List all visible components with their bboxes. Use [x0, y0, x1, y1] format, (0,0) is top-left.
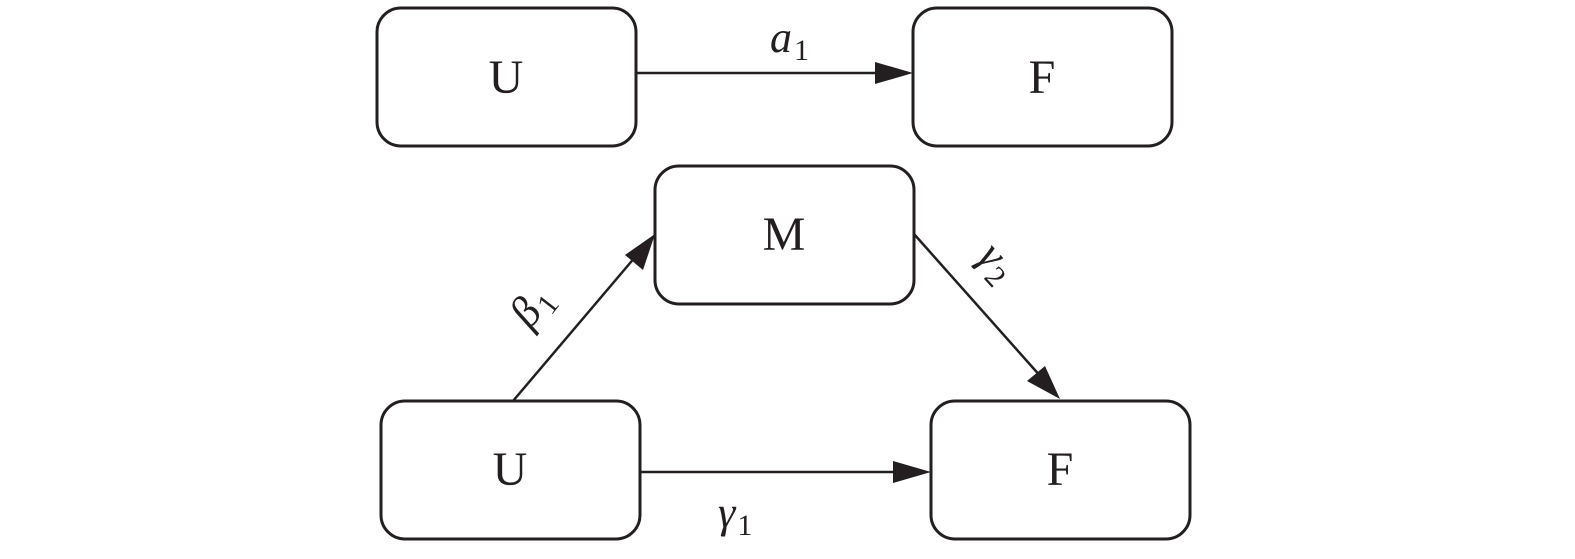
bottom-node-f-box [929, 399, 1192, 541]
top-edge-coefficient: a1 [770, 13, 809, 67]
edge-m-to-f: γ2 [913, 232, 1060, 399]
top-node-f-label: F [1029, 51, 1056, 104]
mediation-model: M U F β1 γ2 [379, 164, 1192, 542]
bottom-node-u-box [379, 399, 642, 541]
node-m: M [653, 164, 916, 306]
top-edge-arrowhead [875, 62, 913, 84]
edge-m-to-f-coefficient: γ2 [965, 232, 1028, 294]
edge-m-to-f-line [913, 233, 1043, 379]
top-node-f: F [911, 6, 1174, 148]
bottom-node-u-label: U [493, 443, 528, 496]
edge-u-to-f-coefficient-subscript: 1 [737, 509, 752, 542]
node-m-label: M [763, 208, 806, 261]
edge-u-to-m: β1 [499, 234, 655, 402]
top-model: U F a1 [375, 6, 1174, 148]
edge-u-to-m-line [512, 255, 637, 402]
edge-u-to-f-arrowhead [893, 461, 931, 483]
top-node-u: U [375, 6, 638, 148]
edge-m-to-f-arrowhead [1027, 366, 1060, 399]
top-node-u-box [375, 6, 638, 148]
top-edge-coefficient-symbol: a [770, 13, 792, 62]
top-node-f-box [911, 6, 1174, 148]
edge-u-to-f-coefficient-symbol: γ [718, 488, 737, 537]
edge-u-to-m-arrowhead [625, 234, 655, 270]
bottom-node-f: F [929, 399, 1192, 541]
edge-u-to-m-coefficient: β1 [499, 275, 566, 340]
bottom-node-f-label: F [1047, 443, 1074, 496]
edge-u-to-f: γ1 [640, 461, 931, 542]
bottom-node-u: U [379, 399, 642, 541]
top-edge-coefficient-subscript: 1 [794, 34, 809, 67]
edge-u-to-f-coefficient: γ1 [718, 488, 752, 542]
top-node-u-label: U [489, 51, 524, 104]
top-edge-u-to-f: a1 [636, 13, 913, 84]
